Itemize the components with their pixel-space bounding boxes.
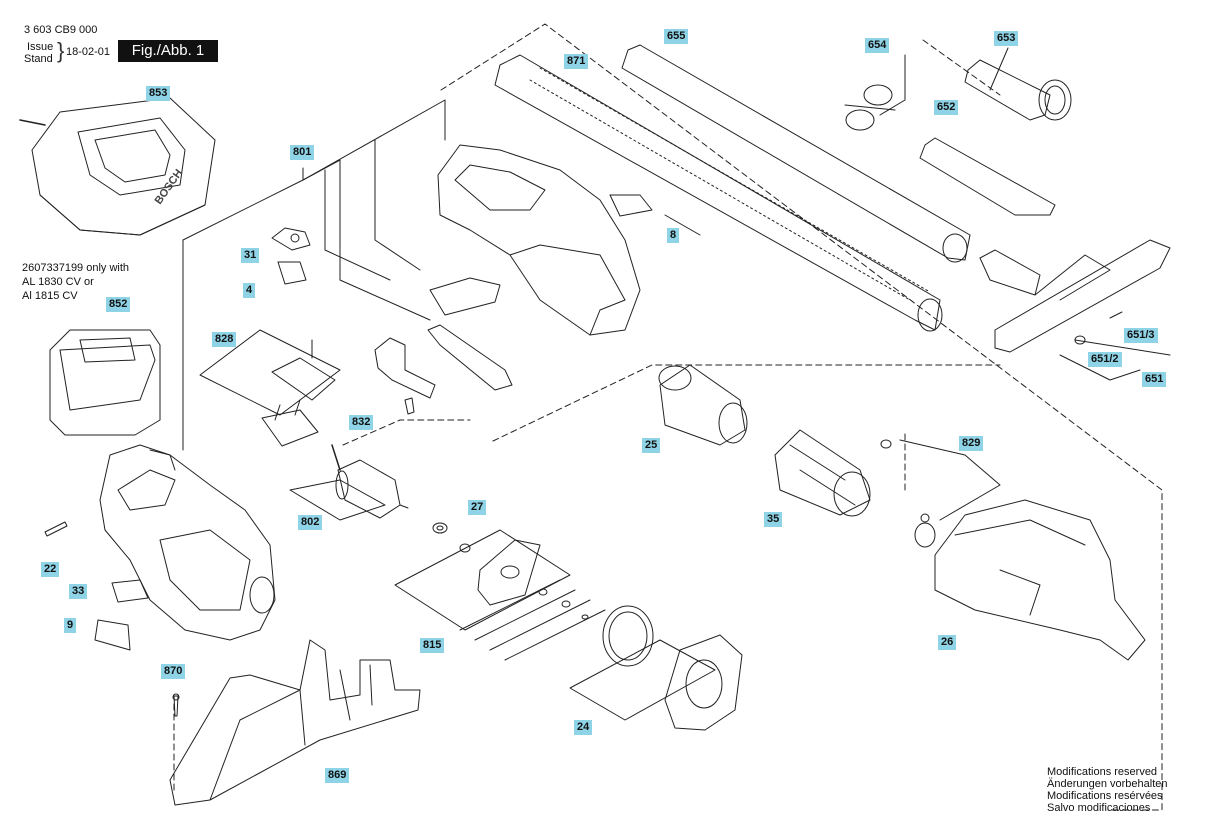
filter-cover-24: [602, 605, 743, 731]
part-label-35: 35: [764, 512, 783, 527]
brush-nozzle-653: [964, 59, 1072, 121]
part-label-829: 829: [959, 436, 984, 451]
part-label-871: 871: [564, 54, 589, 69]
part-label-26: 26: [938, 635, 957, 650]
part-label-852: 852: [106, 297, 131, 312]
dust-container-26: [934, 499, 1146, 661]
switch-parts: [271, 227, 311, 285]
small-parts-left: [44, 521, 180, 717]
part-label-853: 853: [146, 86, 171, 101]
figure-label: Fig./Abb. 1: [118, 40, 218, 62]
trigger-832: [374, 337, 436, 415]
part-label-870: 870: [161, 664, 186, 679]
housing-801: [427, 144, 653, 391]
part-label-828: 828: [212, 332, 237, 347]
filter-basket-35: [774, 429, 871, 517]
seals-829: [880, 439, 936, 548]
crevice-tool-652: [919, 137, 1056, 216]
battery-note-line-2: AL 1830 CV or: [22, 276, 94, 288]
part-label-8: 8: [667, 228, 680, 243]
document-number: 3 603 CB9 000: [24, 24, 98, 36]
part-label-654: 654: [865, 38, 890, 53]
floor-nozzle-651: [979, 239, 1171, 353]
part-label-22: 22: [41, 562, 60, 577]
part-label-651-2: 651/2: [1088, 352, 1122, 367]
assembly-group-lines: [173, 23, 1163, 811]
part-label-652: 652: [934, 100, 959, 115]
battery-852: [49, 329, 161, 436]
fan-and-seals: [432, 522, 589, 620]
part-label-653: 653: [994, 31, 1019, 46]
modifications-line-3: Modifications resérvées: [1047, 790, 1163, 802]
issue-date: 18-02-01: [66, 46, 111, 58]
stand-label: Stand: [24, 53, 53, 65]
handheld-body: [99, 444, 341, 641]
part-label-651-3: 651/3: [1124, 328, 1158, 343]
part-label-25: 25: [642, 438, 661, 453]
part-label-801: 801: [290, 145, 315, 160]
charger-brand-text: BOSCH: [153, 167, 186, 206]
part-label-9: 9: [64, 618, 77, 633]
modifications-notice: Modifications reserved Änderungen vorbeh…: [1047, 766, 1167, 814]
bracket-lines: [182, 47, 1171, 721]
charger-853: BOSCH: [19, 97, 216, 236]
stand-869: [169, 639, 421, 806]
motor-802: [335, 459, 409, 519]
modifications-line-4: Salvo modificaciones: [1047, 802, 1151, 814]
part-label-815: 815: [420, 638, 445, 653]
part-label-4: 4: [243, 283, 256, 298]
part-label-832: 832: [349, 415, 374, 430]
issue-label: Issue: [27, 41, 54, 53]
tube-655: [621, 44, 971, 263]
part-label-869: 869: [325, 768, 350, 783]
part-label-802: 802: [298, 515, 323, 530]
hose-871: [494, 54, 943, 332]
filter-25: [658, 364, 748, 446]
modifications-line-2: Änderungen vorbehalten: [1047, 778, 1168, 790]
modifications-line-1: Modifications reserved: [1047, 766, 1158, 778]
part-label-33: 33: [69, 584, 88, 599]
part-label-655: 655: [664, 29, 689, 44]
part-label-31: 31: [241, 248, 260, 263]
clip-654: [844, 84, 896, 131]
part-label-27: 27: [468, 500, 487, 515]
battery-note-line-1: 2607337199 only with: [22, 262, 130, 274]
circuit-board-828: [261, 339, 336, 447]
bracket-glyph: }: [57, 38, 65, 63]
battery-note-line-3: Al 1815 CV: [22, 290, 78, 302]
part-label-651: 651: [1142, 372, 1167, 387]
part-label-24: 24: [574, 720, 593, 735]
